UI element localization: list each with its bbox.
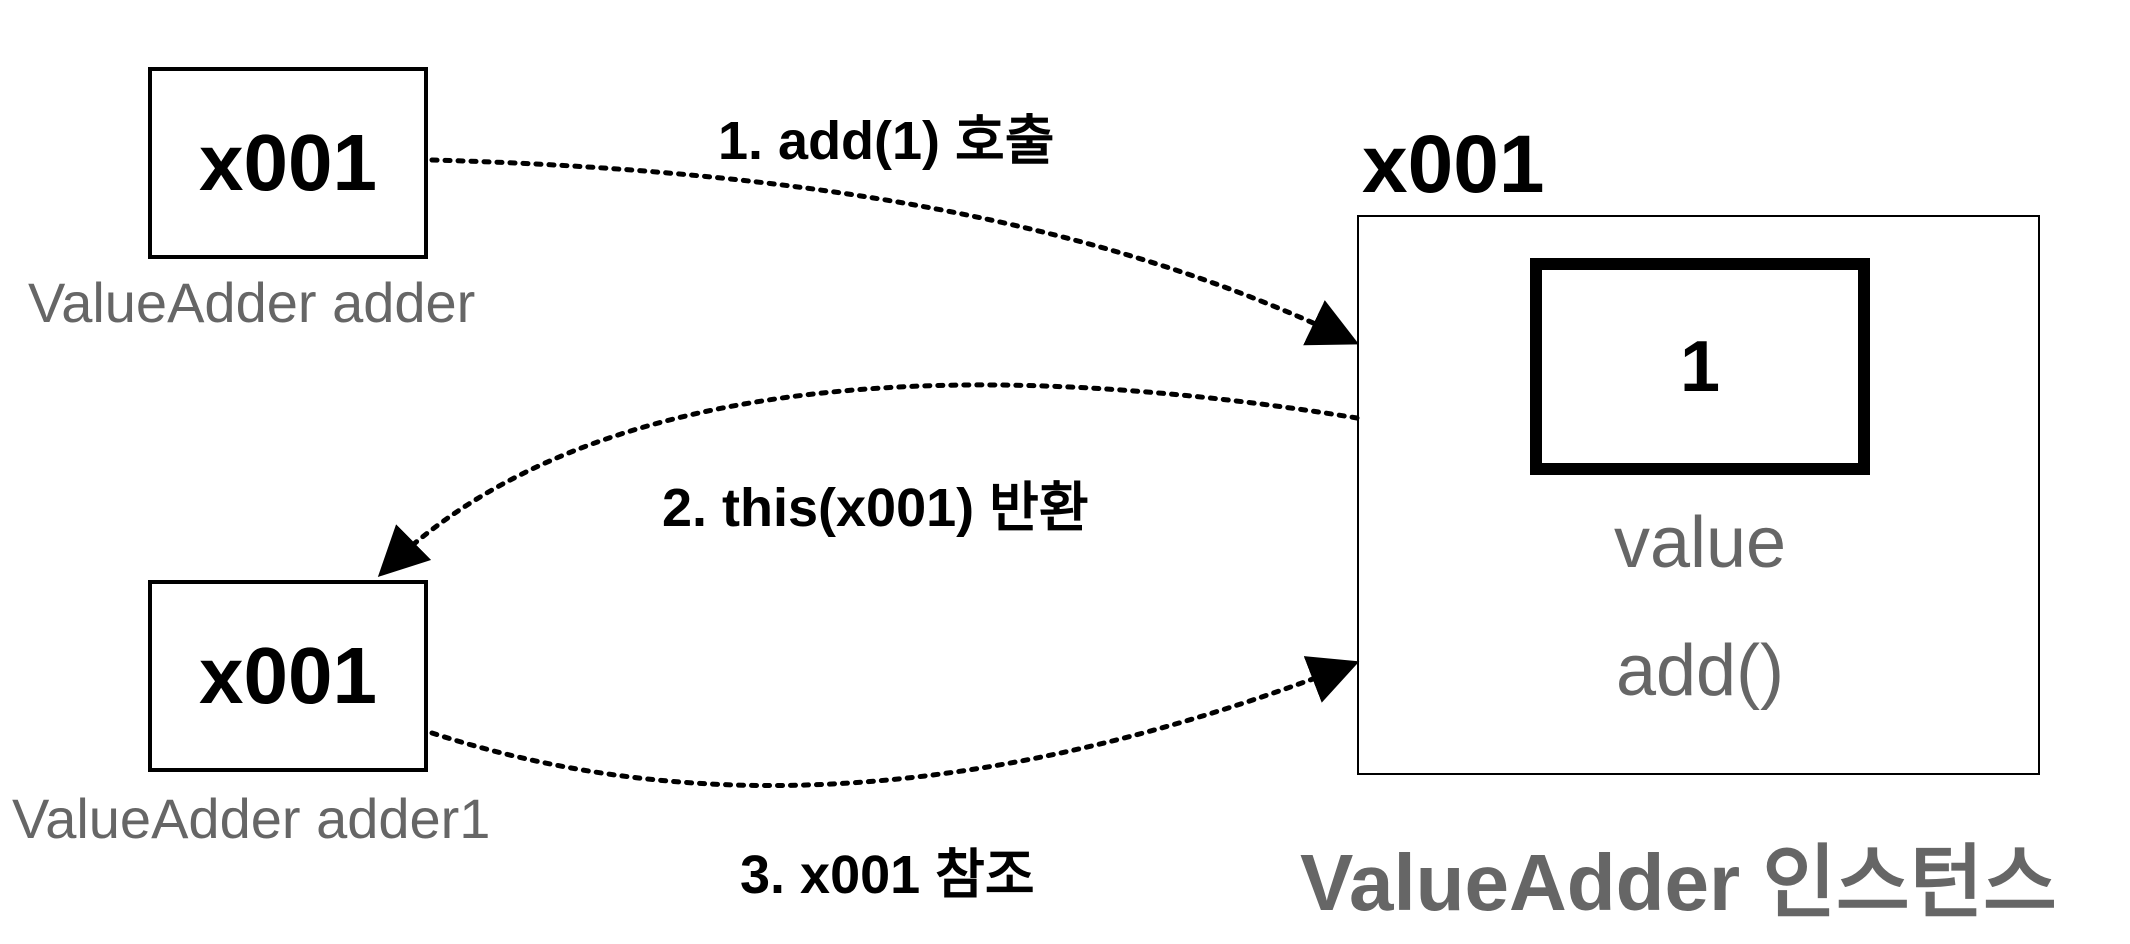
adder1-variable-label: ValueAdder adder1 [12, 787, 491, 850]
instance-caption: ValueAdder 인스턴스 [1300, 838, 2057, 927]
adder-variable-label: ValueAdder adder [28, 271, 476, 334]
adder1-reference-box: x001 [148, 580, 428, 772]
step-1-label: 1. add(1) 호출 [718, 111, 1055, 171]
arrow-call-add [429, 157, 1360, 346]
step-3-label: 3. x001 참조 [740, 845, 1035, 905]
adder-reference-box: x001 [148, 67, 428, 259]
arrow-reference [429, 656, 1360, 788]
value-field-text: 1 [1679, 326, 1721, 407]
adder-address-text: x001 [199, 118, 377, 207]
adder1-address-text: x001 [199, 631, 377, 720]
field-name-label: value [1613, 503, 1787, 583]
instance-box [1357, 215, 2040, 775]
arrow-return-this [377, 382, 1360, 577]
value-field-box: 1 [1530, 258, 1870, 475]
method-name-label: add() [1615, 631, 1785, 711]
instance-address-label: x001 [1362, 119, 1545, 210]
step-2-label: 2. this(x001) 반환 [662, 478, 1089, 538]
